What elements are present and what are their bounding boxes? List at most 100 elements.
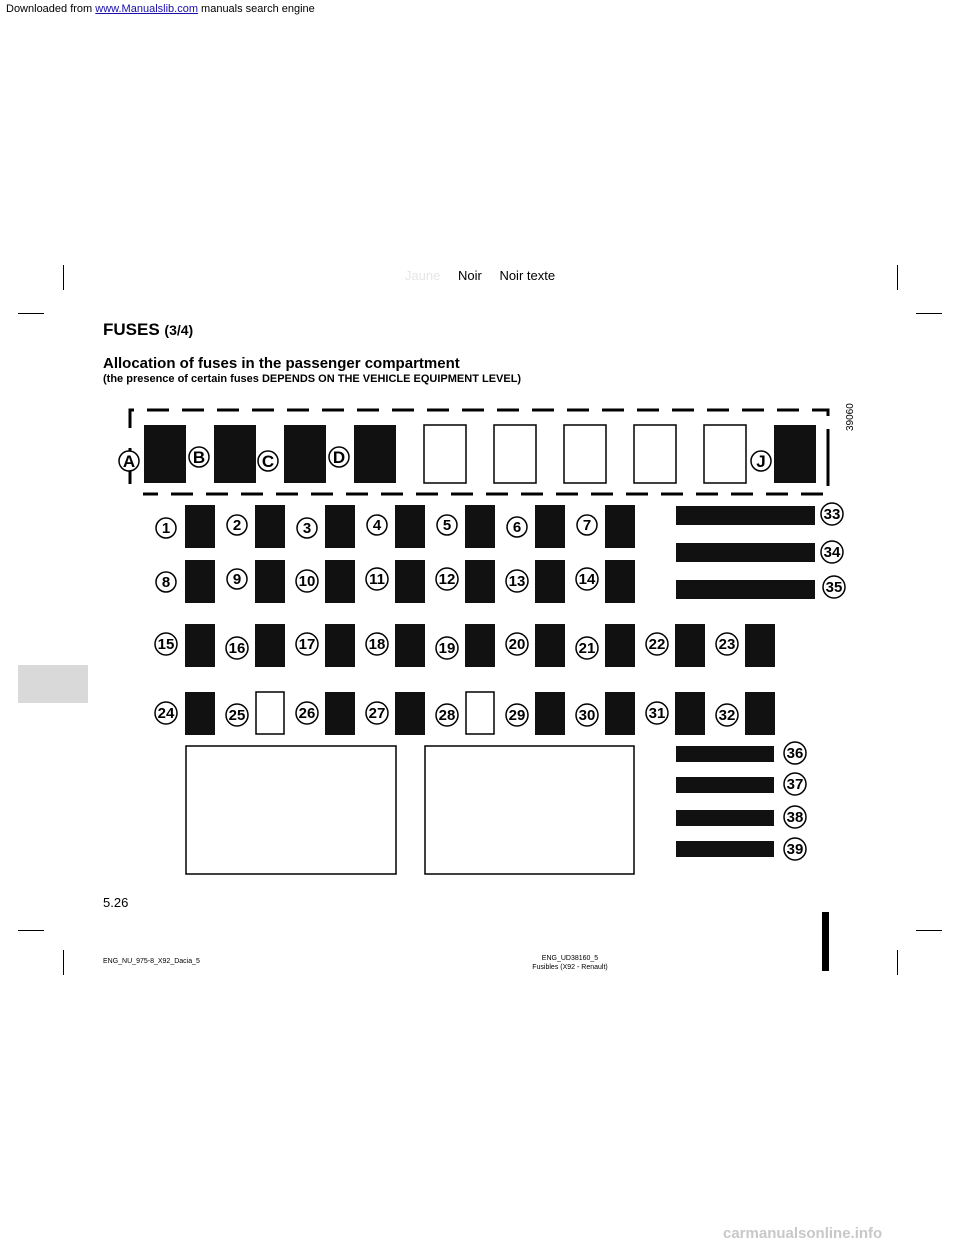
label-badge — [820, 502, 844, 526]
label-badge — [154, 632, 178, 656]
fuse-label-9: 9 — [233, 571, 241, 588]
fuse-label-2: 2 — [233, 517, 241, 534]
label-badge — [783, 805, 807, 829]
fuse-5 — [465, 505, 495, 548]
fuse-23 — [745, 624, 775, 667]
label-badge — [505, 632, 529, 656]
label-badge — [506, 516, 528, 538]
crop-mark — [897, 950, 898, 975]
manualslib-link[interactable]: www.Manualslib.com — [95, 3, 198, 15]
fuse-label-4: 4 — [373, 517, 382, 534]
relay-label-d: D — [333, 448, 345, 467]
fuse-label-16: 16 — [229, 640, 246, 657]
fuse-8 — [185, 560, 215, 603]
fuse-label-10: 10 — [299, 573, 316, 590]
empty-compartment-left — [185, 745, 397, 875]
fuse-37 — [676, 777, 774, 793]
fuse-31 — [675, 692, 705, 735]
crop-mark — [18, 930, 44, 931]
label-badge — [645, 701, 669, 725]
reference-code: 39060 — [845, 403, 856, 431]
label-badge — [576, 514, 598, 536]
fuse-24 — [185, 692, 215, 735]
fuse-label-35: 35 — [826, 579, 843, 596]
crop-mark — [18, 313, 44, 314]
fuse-2 — [255, 505, 285, 548]
empty-compartment-right — [424, 745, 635, 875]
fuse-label-29: 29 — [509, 707, 526, 724]
fuse-12 — [465, 560, 495, 603]
fuse-label-28: 28 — [439, 707, 456, 724]
fuse-20 — [535, 624, 565, 667]
margin-bar — [822, 912, 829, 971]
fuse-label-38: 38 — [787, 809, 804, 826]
relay-label-b: B — [193, 448, 205, 467]
relay-j — [774, 425, 816, 483]
label-badge — [225, 636, 249, 660]
fuse-label-6: 6 — [513, 519, 521, 536]
label-badge — [366, 514, 388, 536]
relay-slot-empty — [563, 424, 607, 484]
print-mark-noir: Noir — [457, 268, 482, 283]
fuse-10 — [325, 560, 355, 603]
crop-mark — [916, 313, 942, 314]
fuse-18 — [395, 624, 425, 667]
fuse-label-21: 21 — [579, 640, 596, 657]
crop-mark — [897, 265, 898, 290]
fuse-3 — [325, 505, 355, 548]
title-part: (3/4) — [164, 322, 194, 338]
fuse-11 — [395, 560, 425, 603]
label-badge — [155, 517, 177, 539]
label-badge — [296, 517, 318, 539]
print-mark-jaune: Jaune — [404, 268, 441, 283]
relay-slot-empty — [493, 424, 537, 484]
relay-label-c: C — [262, 452, 274, 471]
fuse-label-3: 3 — [303, 520, 311, 537]
equipment-note: (the presence of certain fuses DEPENDS O… — [103, 373, 522, 385]
relay-b — [214, 425, 256, 483]
label-badge — [505, 569, 529, 593]
fuse-4 — [395, 505, 425, 548]
crop-mark — [916, 930, 942, 931]
fuse-label-1: 1 — [162, 520, 170, 537]
fuse-34 — [676, 543, 815, 562]
crop-mark — [63, 265, 64, 290]
fuse-label-5: 5 — [443, 517, 451, 534]
fuse-38 — [676, 810, 774, 826]
fuse-30 — [605, 692, 635, 735]
label-badge — [505, 703, 529, 727]
label-badge — [783, 837, 807, 861]
fuse-15 — [185, 624, 215, 667]
dashed-enclosure — [128, 408, 830, 496]
fuse-25 — [255, 691, 285, 735]
fuse-19 — [465, 624, 495, 667]
fuse-label-18: 18 — [369, 636, 386, 653]
label-badge — [155, 571, 177, 593]
label-badge — [575, 636, 599, 660]
fuse-label-24: 24 — [158, 705, 175, 722]
section-subtitle: Allocation of fuses in the passenger com… — [103, 355, 460, 372]
title-main: FUSES — [103, 320, 160, 339]
label-badge — [225, 703, 249, 727]
footer-left-code: ENG_NU_975-8_X92_Dacia_5 — [103, 958, 200, 965]
chapter-side-tab — [18, 665, 88, 703]
relay-a — [144, 425, 186, 483]
relay-slot-empty — [423, 424, 467, 484]
footer-right: ENG_UD38160_5 Fusibles (X92 - Renault) — [480, 954, 660, 972]
fuse-label-13: 13 — [509, 573, 526, 590]
download-prefix: Downloaded from — [6, 3, 96, 15]
label-badge — [257, 450, 279, 472]
label-badge — [715, 703, 739, 727]
print-mark-noir-texte: Noir texte — [499, 268, 556, 283]
fuse-label-36: 36 — [787, 745, 804, 762]
fuse-label-19: 19 — [439, 640, 456, 657]
label-badge — [226, 568, 248, 590]
fuse-36 — [676, 746, 774, 762]
relay-c — [284, 425, 326, 483]
download-suffix: manuals search engine — [197, 3, 315, 15]
label-badge — [783, 772, 807, 796]
fuse-label-39: 39 — [787, 841, 804, 858]
label-badge — [820, 540, 844, 564]
label-badge — [645, 632, 669, 656]
label-badge — [295, 632, 319, 656]
